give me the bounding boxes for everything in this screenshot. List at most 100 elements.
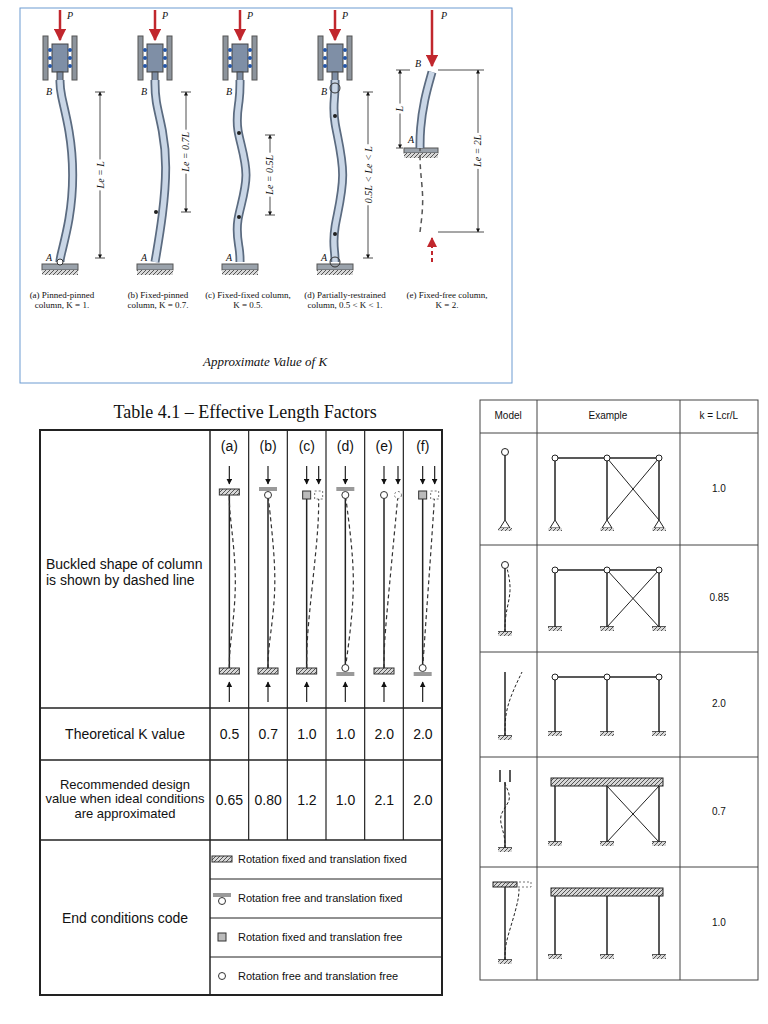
fixed-support: [493, 882, 517, 887]
ground-hatch: [222, 270, 258, 275]
dimension-tick: [181, 212, 191, 213]
fixed-support: [212, 856, 232, 862]
pin-joint: [552, 455, 558, 461]
dimension-tick: [265, 215, 275, 216]
grid-line: [40, 839, 442, 841]
ground-hatch: [404, 153, 438, 158]
column-member: [504, 569, 506, 633]
pinned-support: [550, 520, 560, 528]
point-label: A: [408, 134, 414, 146]
roller: [248, 56, 252, 60]
support-bar: [259, 487, 277, 491]
ground-hatch: [652, 528, 666, 531]
bracing: [607, 786, 659, 842]
frame-column: [606, 458, 608, 520]
dimension-label: Le = 0.7L: [179, 130, 193, 174]
load-arrow: [334, 10, 337, 40]
grid-line: [480, 757, 758, 758]
grid-line: [248, 430, 249, 840]
roller: [163, 64, 167, 68]
load-arrow: [267, 466, 268, 484]
load-arrow: [306, 682, 307, 702]
buckled-shape: [229, 495, 235, 668]
cap-block: [327, 44, 343, 72]
grid-line: [210, 879, 442, 880]
load-arrow: [306, 466, 307, 484]
roller: [68, 48, 72, 52]
point-label: A: [321, 252, 327, 264]
figure-caption: (a) Pinned-pinned column, K = 1.: [18, 290, 106, 311]
table-cell: 0.5: [220, 726, 239, 742]
frame-example: [548, 674, 666, 736]
ground-hatch: [600, 732, 614, 736]
guide-plate: [72, 36, 77, 80]
extension-line: [438, 70, 484, 71]
pin-joint: [604, 567, 610, 573]
frame-column: [606, 570, 608, 627]
ground-hatch: [600, 842, 614, 846]
column-letter: (e): [376, 438, 393, 454]
table-cell: 0.85: [710, 592, 729, 604]
point-label: A: [46, 252, 52, 264]
ground-hatch: [548, 842, 562, 846]
table-cell: 0.80: [255, 792, 282, 808]
model-table: [480, 400, 758, 980]
dimension-tick: [265, 135, 275, 136]
grid-line: [209, 430, 211, 995]
guided-support: [509, 770, 511, 782]
fixed-support: [258, 668, 278, 674]
dimension-tick: [95, 92, 105, 93]
grid-line: [403, 430, 404, 840]
inflection-point: [333, 114, 337, 118]
roller: [48, 48, 52, 52]
point-label: B: [321, 86, 327, 98]
load-label: P: [342, 10, 348, 22]
column-member: [420, 72, 432, 148]
load-arrow: [239, 10, 242, 40]
base-plate: [404, 148, 438, 153]
point-label: B: [415, 58, 421, 70]
load-arrow: [431, 10, 434, 66]
fixed-support: [219, 668, 239, 674]
roller: [68, 56, 72, 60]
roller: [143, 48, 147, 52]
frame-example: [548, 455, 666, 531]
column-member: [334, 80, 343, 262]
column-member: [345, 495, 347, 668]
panel-border: [20, 8, 512, 383]
table-cell: 1.0: [712, 917, 726, 929]
inflection-point: [333, 232, 337, 236]
column-member: [504, 456, 506, 521]
free-end: [381, 492, 388, 499]
roller: [143, 56, 147, 60]
buckled-shape: [384, 495, 398, 668]
pin-symbol: [219, 898, 226, 905]
grid-line: [210, 918, 442, 919]
load-label: P: [247, 10, 253, 22]
frame-column: [606, 786, 608, 842]
grid-line: [480, 652, 758, 653]
frame-column: [658, 677, 660, 732]
ground-hatch: [652, 627, 666, 631]
roller: [228, 56, 232, 60]
pin-symbol: [57, 259, 63, 265]
pin-joint: [656, 567, 662, 573]
frame-column: [606, 896, 608, 955]
ground-hatch: [600, 627, 614, 631]
column-letter: (c): [299, 438, 315, 454]
dimension-tick: [363, 258, 373, 259]
ground-hatch: [498, 632, 512, 636]
frame-example: [548, 567, 666, 631]
roller: [323, 56, 327, 60]
load-arrow: [267, 682, 268, 702]
table-border: [40, 430, 442, 995]
pinned-support: [500, 520, 510, 528]
ground-hatch: [548, 955, 562, 959]
figure-caption: (c) Fixed-fixed column, K = 0.5.: [204, 290, 292, 311]
inflection-point: [237, 131, 241, 135]
bracing: [607, 570, 659, 627]
ground-hatch: [498, 736, 512, 740]
load-arrow: [383, 682, 384, 702]
